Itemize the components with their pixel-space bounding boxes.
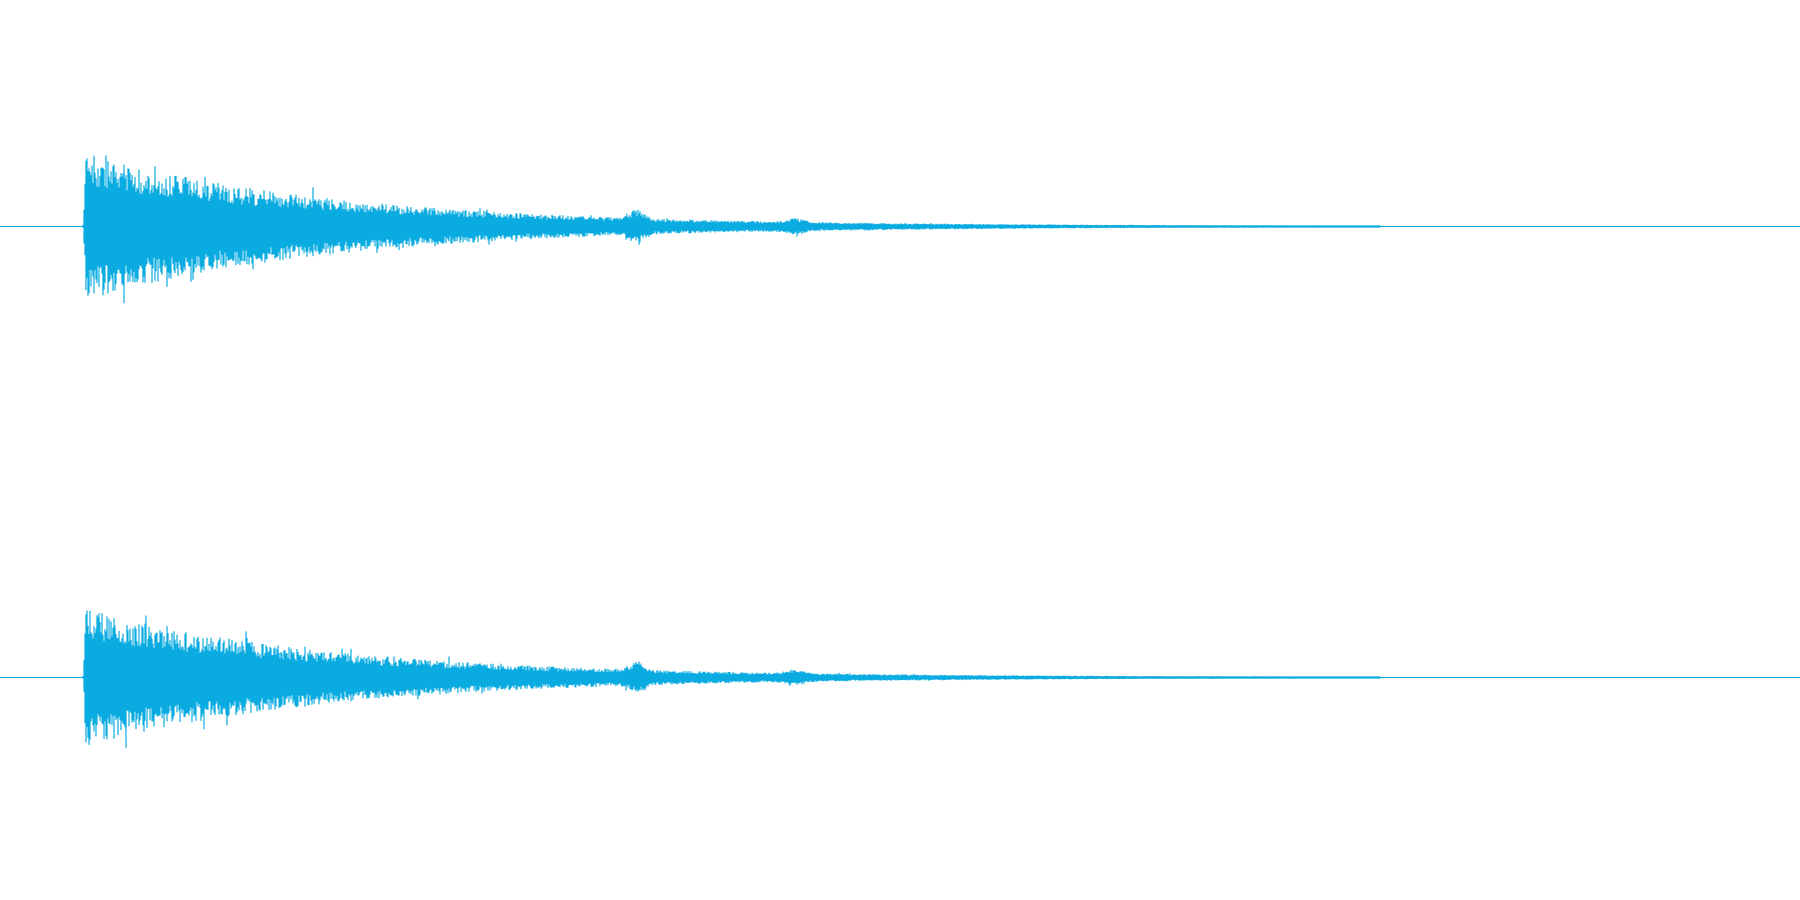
channel-1-waveform	[82, 155, 1381, 304]
channel-2-waveform	[82, 610, 1381, 748]
channel-2-group	[0, 610, 1800, 748]
channel-1-group	[0, 155, 1800, 304]
